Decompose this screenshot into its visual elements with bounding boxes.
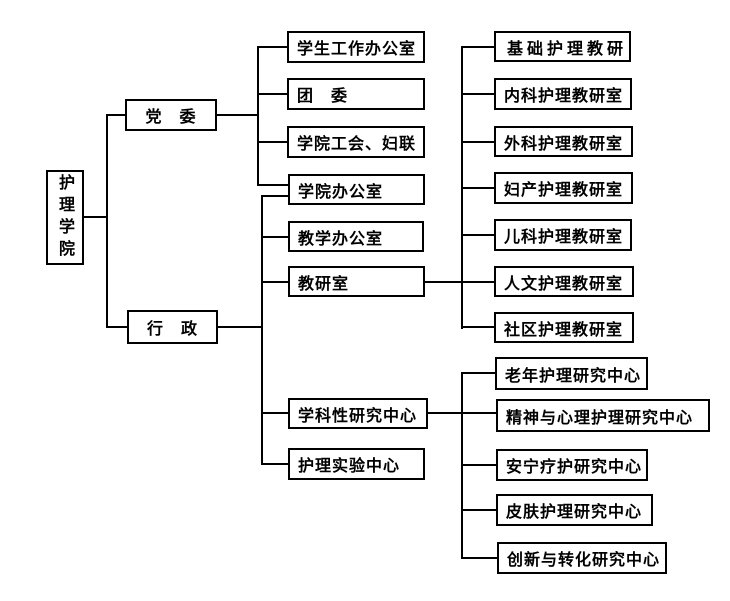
org-node-innovation-translation-center: 创新与转化研究中心 — [497, 542, 667, 574]
connector-line — [216, 326, 263, 328]
connector-line — [461, 234, 496, 236]
connector-line — [461, 509, 497, 511]
org-node-teaching-research-office: 教研室 — [288, 266, 425, 297]
org-node-community-nursing: 社区护理教研室 — [494, 312, 634, 343]
connector-line — [106, 114, 127, 116]
connector-line — [257, 46, 289, 48]
org-node-hospice-care-center: 安宁疗护研究中心 — [496, 449, 648, 481]
connector-line — [257, 46, 259, 186]
connector-line — [461, 187, 496, 189]
connector-line — [461, 464, 497, 466]
org-node-geriatric-nursing-center: 老年护理研究中心 — [495, 357, 648, 390]
org-node-party-committee: 党 委 — [125, 99, 217, 131]
org-node-skin-care-center: 皮肤护理研究中心 — [496, 494, 653, 526]
org-node-surgical-nursing: 外科护理教研室 — [494, 126, 633, 157]
connector-line — [461, 326, 496, 328]
connector-line — [461, 93, 496, 95]
org-node-pediatric-nursing: 儿科护理教研室 — [494, 219, 632, 251]
org-node-administration: 行 政 — [127, 310, 218, 344]
connector-line — [461, 372, 497, 374]
connector-line — [82, 216, 108, 218]
connector-line — [261, 281, 290, 283]
connector-line — [257, 93, 289, 95]
org-node-disciplinary-research-centers: 学科性研究中心 — [288, 398, 428, 429]
connector-line — [261, 195, 290, 197]
org-node-teaching-office: 教学办公室 — [288, 221, 424, 252]
connector-line — [461, 46, 496, 48]
org-node-college-office: 学院办公室 — [288, 174, 425, 205]
connector-line — [461, 141, 496, 143]
connector-line — [257, 141, 289, 143]
connector-line — [257, 184, 290, 186]
org-node-youth-league-committee: 团 委 — [287, 78, 425, 110]
connector-line — [215, 114, 259, 116]
org-node-root: 护理学院 — [46, 170, 84, 265]
connector-line — [261, 236, 290, 238]
connector-line — [461, 557, 498, 559]
connector-line — [106, 326, 129, 328]
connector-line — [423, 281, 496, 283]
org-node-student-affairs-office: 学生工作办公室 — [287, 31, 425, 63]
connector-line — [261, 412, 290, 414]
org-node-obstetrics-nursing: 妇产护理教研室 — [494, 172, 633, 204]
connector-line — [261, 195, 263, 465]
connector-line — [106, 114, 108, 328]
org-node-union-womens-federation: 学院工会、妇联 — [287, 126, 425, 158]
org-node-basic-nursing: 基础护理教研 — [494, 31, 631, 62]
org-node-humanistic-nursing: 人文护理教研室 — [494, 266, 634, 297]
org-node-internal-medicine-nursing: 内科护理教研室 — [494, 78, 632, 110]
org-node-mental-psychological-center: 精神与心理护理研究中心 — [496, 399, 710, 432]
org-node-nursing-experiment-center: 护理实验中心 — [288, 448, 425, 480]
connector-line — [261, 463, 290, 465]
